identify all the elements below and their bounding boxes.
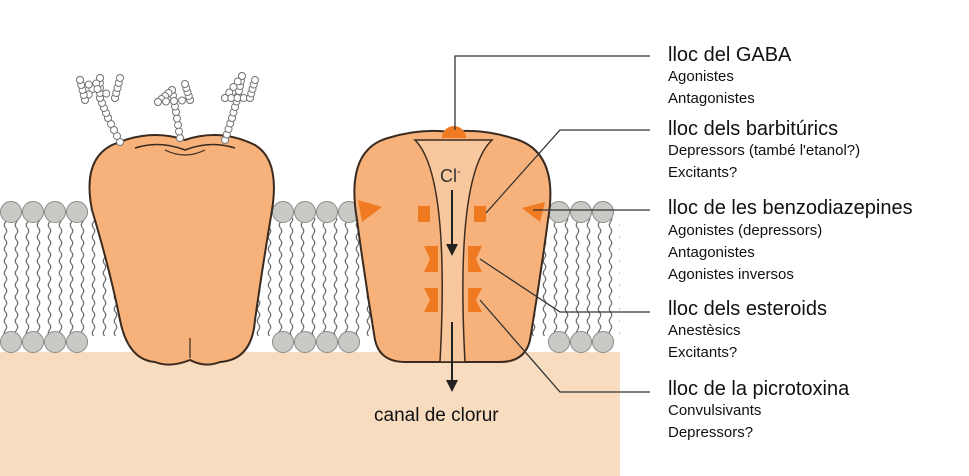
chloride-ion-label: Cl- (440, 166, 461, 187)
lipid-head (593, 202, 614, 223)
glycan-bead (171, 98, 178, 105)
lipid-head (273, 332, 294, 353)
lipid-head (1, 202, 22, 223)
glycan-bead (174, 115, 181, 122)
lipid-head (23, 332, 44, 353)
lipid-head (23, 202, 44, 223)
lipid-head (549, 202, 570, 223)
lipid-head (295, 202, 316, 223)
lipid-head (67, 202, 88, 223)
lipid-head (45, 332, 66, 353)
lipid-head (1, 332, 22, 353)
steroid-site-title: lloc dels esteroids (668, 298, 827, 321)
picrotoxin-site-title: lloc de la picrotoxina (668, 378, 849, 401)
ion-charge: - (457, 166, 461, 178)
glycan-bead (117, 75, 124, 82)
lipid-head (571, 202, 592, 223)
gaba-site-title: lloc del GABA (668, 44, 791, 67)
glycan-bead (179, 97, 186, 104)
barbiturate-site-item: Excitants? (668, 164, 737, 181)
gaba-site-item: Agonistes (668, 68, 734, 85)
glycan-bead (85, 81, 92, 88)
glycan-bead (155, 99, 162, 106)
lipid-head (593, 332, 614, 353)
lipid-head (67, 332, 88, 353)
ion-symbol: Cl (440, 166, 457, 186)
lipid-head (295, 332, 316, 353)
lipid-head (317, 332, 338, 353)
lipid-head (317, 202, 338, 223)
glycan-bead (77, 77, 84, 84)
glycan-bead (175, 122, 182, 129)
glycan-chains (77, 73, 259, 146)
channel-label: canal de clorur (374, 405, 499, 427)
steroid-site-item: Anestèsics (668, 322, 741, 339)
benzodiazepine-site-item: Antagonistes (668, 244, 755, 261)
barbiturate-site-right (474, 206, 486, 222)
glycan-bead (103, 90, 110, 97)
gaba-site-item: Antagonistes (668, 90, 755, 107)
lipid-head (549, 332, 570, 353)
glycan-bead (94, 86, 101, 93)
glycan-bead (176, 128, 183, 135)
barbiturate-site-item: Depressors (també l'etanol?) (668, 142, 860, 159)
lipid-head (339, 332, 360, 353)
glycan-bead (163, 98, 170, 105)
barbiturate-site-title: lloc dels barbitúrics (668, 118, 838, 141)
lipid-head (571, 332, 592, 353)
gaba-site-marker (442, 126, 466, 138)
steroid-site-item: Excitants? (668, 344, 737, 361)
glycan-bead (177, 135, 184, 142)
benzodiazepine-site-item: Agonistes inversos (668, 266, 794, 283)
glycan-bead (252, 77, 259, 84)
benzodiazepine-site-item: Agonistes (depressors) (668, 222, 822, 239)
picrotoxin-site-item: Depressors? (668, 424, 753, 441)
lipid-head (45, 202, 66, 223)
lipid-head (273, 202, 294, 223)
glycan-bead (182, 81, 189, 88)
picrotoxin-site-item: Convulsivants (668, 402, 761, 419)
barbiturate-site-left (418, 206, 430, 222)
benzodiazepine-site-title: lloc de les benzodiazepines (668, 197, 913, 220)
